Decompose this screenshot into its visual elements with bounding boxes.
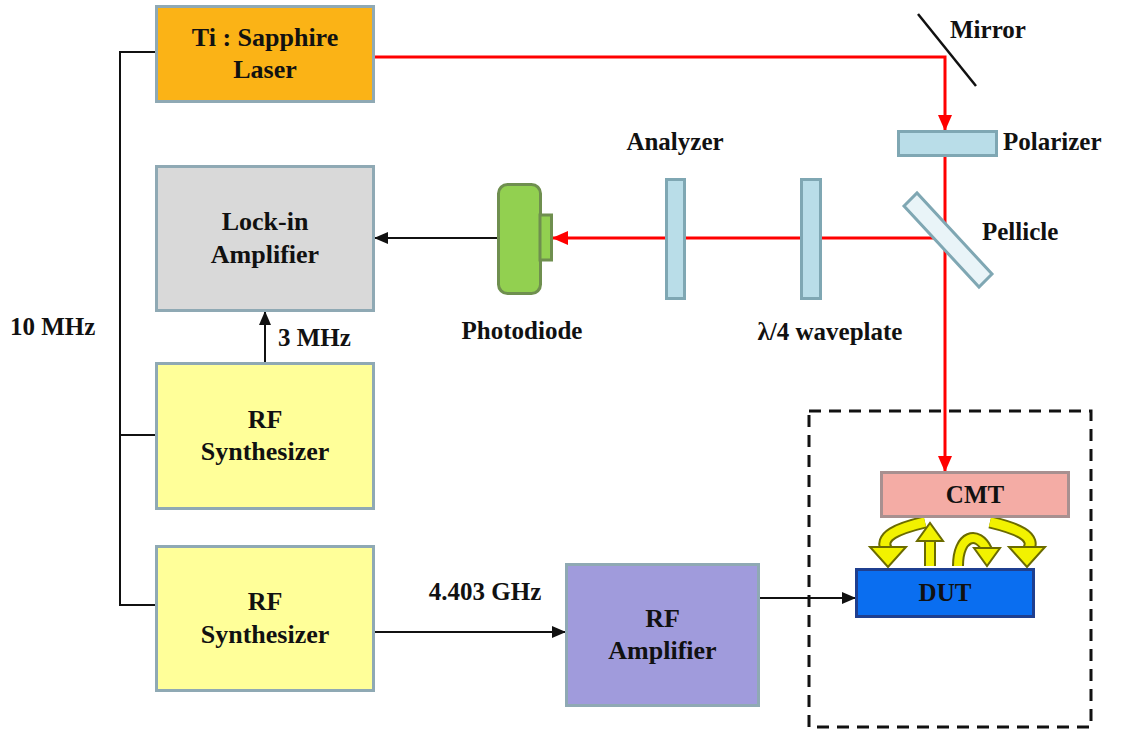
signal-wire <box>120 52 155 435</box>
signal-wire <box>760 597 855 599</box>
synthesizer-box: RF Synthesizer <box>155 362 375 510</box>
lockin-box: Lock-in Amplifier <box>155 165 375 312</box>
laser-beam <box>375 57 945 130</box>
synthesizer-box: RF Synthesizer <box>155 545 375 692</box>
part-label: Mirror <box>948 16 1028 44</box>
field-arrows <box>870 522 1045 567</box>
component-label: Photodiode <box>462 317 583 345</box>
part-label: 10 MHz <box>8 313 97 341</box>
box-label: DUT <box>919 577 972 608</box>
laser-box: Ti : Sapphire Laser <box>155 5 375 103</box>
pellicle-plate: Pellicle <box>900 190 995 290</box>
dut-box: DUT <box>855 568 1035 618</box>
box-label: RF Synthesizer <box>190 404 340 469</box>
signal-wire <box>120 52 155 605</box>
rf-amplifier-box: RF Amplifier <box>565 563 760 707</box>
signal-wire <box>375 631 565 633</box>
waveplate-plate: λ/4 waveplate <box>800 178 822 300</box>
waveplate-plate-outline <box>800 178 822 300</box>
pellicle-plate-outline <box>900 190 995 290</box>
box-label: Ti : Sapphire Laser <box>178 22 353 87</box>
component-label: λ/4 waveplate <box>758 318 903 346</box>
frequency-label: 3 MHz <box>276 324 353 352</box>
box-label: CMT <box>946 479 1004 510</box>
photodiode-symbol-outline <box>497 183 553 295</box>
box-label: Lock-in Amplifier <box>190 206 340 271</box>
analyzer-plate: Analyzer <box>665 178 686 300</box>
box-label: RF Synthesizer <box>190 586 340 651</box>
laser-beam <box>944 240 947 471</box>
component-label: Analyzer <box>626 128 723 156</box>
laser-beam <box>822 237 945 240</box>
enclosure-dashed-box <box>809 411 1091 727</box>
frequency-label: 4.403 GHz <box>427 578 544 606</box>
laser-beam <box>553 237 665 240</box>
laser-beam <box>686 237 800 240</box>
analyzer-plate-outline <box>665 178 686 300</box>
signal-wire <box>264 312 266 362</box>
cmt-box: CMT <box>880 471 1070 518</box>
box-label: RF Amplifier <box>598 603 728 668</box>
component-label: Pellicle <box>982 218 1058 246</box>
polarizer-plate: Polarizer <box>897 130 998 157</box>
polarizer-plate-outline <box>897 130 998 157</box>
component-label: Polarizer <box>1003 128 1102 156</box>
signal-wire <box>375 237 497 239</box>
photodiode-symbol: Photodiode <box>497 183 553 295</box>
